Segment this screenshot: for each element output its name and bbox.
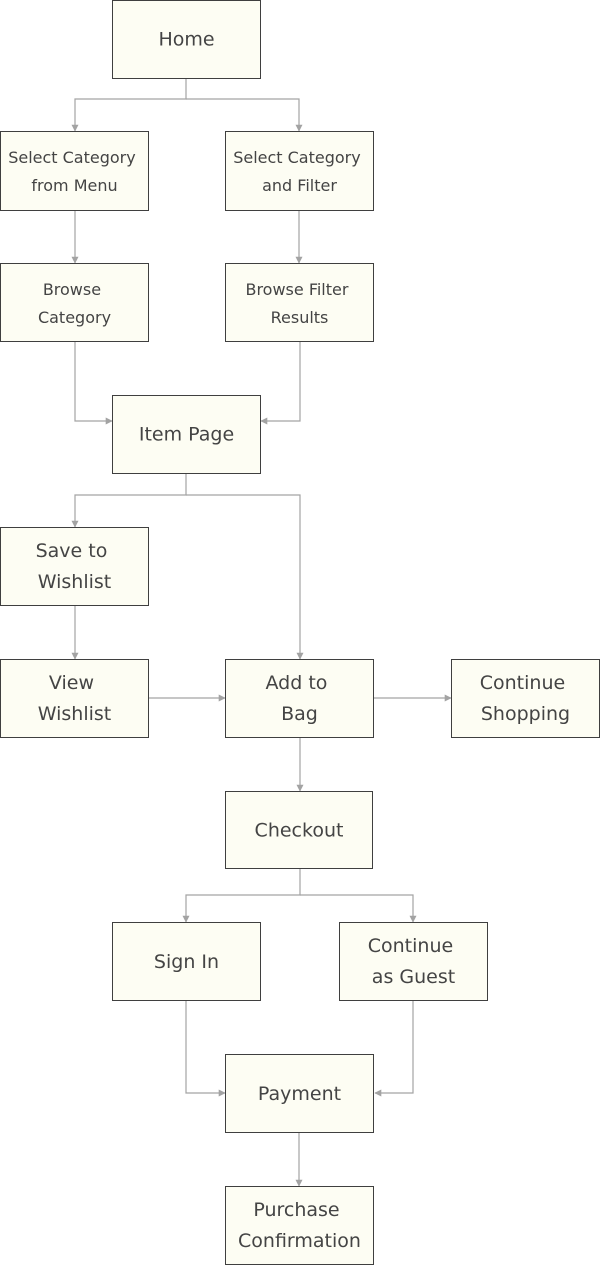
- node-save-to-wishlist-line-1: Save to: [36, 540, 108, 562]
- node-select-category-menu-line-1: Select Category: [8, 148, 136, 167]
- node-home-line-1: Home: [158, 29, 214, 51]
- node-purchase-confirmation-line-2: Confirmation: [238, 1230, 361, 1252]
- node-browse-category-line-1: Browse: [43, 280, 101, 299]
- edge-browse-filter-results-to-item-page: [260, 342, 301, 425]
- node-select-category-filter: Select Category and Filter: [225, 131, 374, 211]
- node-add-to-bag: Add to Bag: [225, 659, 374, 738]
- node-item-page: Item Page: [112, 395, 261, 474]
- node-continue-shopping-line-1: Continue: [480, 672, 565, 694]
- node-payment-line-1: Payment: [258, 1083, 341, 1105]
- node-purchase-confirmation: Purchase Confirmation: [225, 1186, 374, 1265]
- node-browse-category: Browse Category: [0, 263, 149, 342]
- edge-home-to-select-category-menu: [71, 78, 187, 132]
- node-add-to-bag-line-1: Add to: [266, 672, 328, 694]
- node-add-to-bag-line-2: Bag: [281, 703, 318, 725]
- node-save-to-wishlist-line-2: Wishlist: [38, 571, 112, 593]
- node-checkout: Checkout: [225, 791, 373, 869]
- node-add-to-bag-label: Add to Bag: [266, 672, 334, 725]
- edges-layer: [71, 78, 452, 1187]
- node-sign-in-label: Sign In: [154, 951, 219, 973]
- edge-browse-category-to-item-page: [74, 342, 113, 425]
- node-view-wishlist-line-2: Wishlist: [38, 703, 112, 725]
- node-item-page-line-1: Item Page: [139, 424, 234, 446]
- node-continue-shopping-line-2: Shopping: [481, 703, 570, 725]
- edge-continue-as-guest-to-payment: [374, 1001, 414, 1097]
- node-select-category-filter-line-2: and Filter: [262, 176, 337, 195]
- node-purchase-confirmation-label: Purchase Confirmation: [238, 1199, 361, 1252]
- node-continue-as-guest-line-2: as Guest: [372, 966, 455, 988]
- node-save-to-wishlist-label: Save to Wishlist: [36, 540, 114, 593]
- node-browse-filter-results: Browse Filter Results: [225, 263, 374, 342]
- node-continue-shopping: Continue Shopping: [451, 659, 600, 738]
- node-select-category-filter-label: Select Category and Filter: [233, 148, 366, 195]
- node-item-page-label: Item Page: [139, 424, 234, 446]
- node-payment: Payment: [225, 1054, 374, 1133]
- node-select-category-filter-line-1: Select Category: [233, 148, 361, 167]
- node-browse-category-label: Browse Category: [38, 280, 111, 327]
- node-continue-as-guest-label: Continue as Guest: [368, 935, 459, 988]
- node-continue-shopping-label: Continue Shopping: [480, 672, 571, 725]
- node-browse-filter-results-label: Browse Filter Results: [245, 280, 353, 327]
- node-save-to-wishlist: Save to Wishlist: [0, 527, 149, 606]
- node-view-wishlist: View Wishlist: [0, 659, 149, 738]
- edge-checkout-to-sign-in: [182, 869, 301, 923]
- edge-home-to-select-category-filter: [186, 98, 303, 132]
- node-continue-as-guest-line-1: Continue: [368, 935, 453, 957]
- edge-item-page-to-add-to-bag: [186, 494, 304, 660]
- node-view-wishlist-line-1: View: [49, 672, 94, 694]
- edge-sign-in-to-payment: [185, 1001, 226, 1097]
- node-select-category-menu: Select Category from Menu: [0, 131, 149, 211]
- node-browse-filter-results-line-2: Results: [271, 308, 329, 327]
- node-sign-in-line-1: Sign In: [154, 951, 219, 973]
- node-view-wishlist-label: View Wishlist: [38, 672, 112, 725]
- edge-item-page-to-save-to-wishlist: [71, 473, 187, 528]
- node-browse-category-line-2: Category: [38, 308, 111, 327]
- node-home: Home: [112, 0, 261, 79]
- node-checkout-line-1: Checkout: [255, 820, 344, 842]
- node-continue-as-guest: Continue as Guest: [339, 922, 488, 1001]
- edge-checkout-to-continue-as-guest: [300, 894, 417, 923]
- node-purchase-confirmation-line-1: Purchase: [253, 1199, 339, 1221]
- node-checkout-label: Checkout: [255, 820, 344, 842]
- node-select-category-menu-label: Select Category from Menu: [8, 148, 141, 195]
- node-payment-label: Payment: [258, 1083, 341, 1105]
- node-browse-filter-results-line-1: Browse Filter: [245, 280, 348, 299]
- node-sign-in: Sign In: [112, 922, 261, 1001]
- node-select-category-menu-line-2: from Menu: [31, 176, 117, 195]
- node-home-label: Home: [158, 29, 214, 51]
